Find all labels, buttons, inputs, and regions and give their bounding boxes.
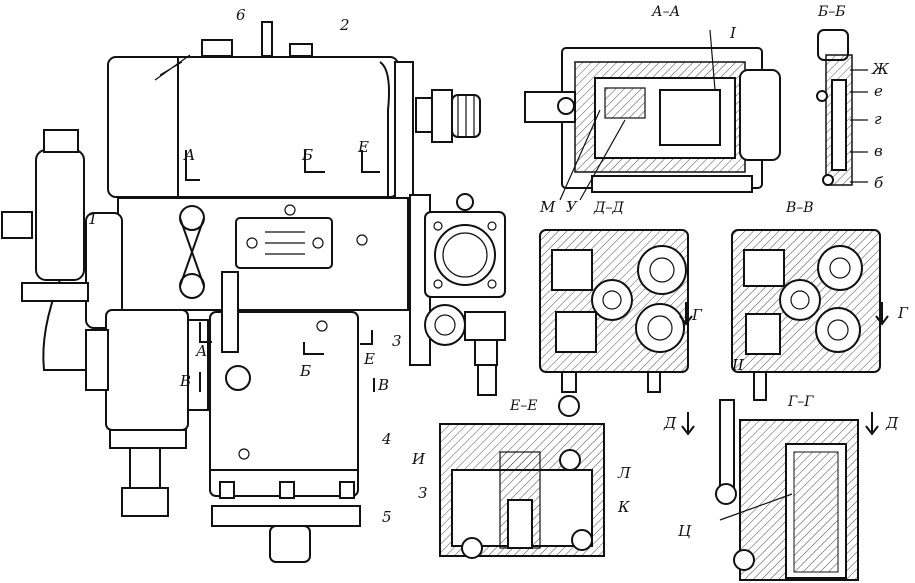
section-title-bb: Б–Б [817, 4, 846, 20]
section-title-dd: Д–Д [593, 200, 624, 216]
section-title-vv: В–В [785, 200, 814, 216]
cut-label-b2: Б [299, 362, 311, 380]
label-u: У [566, 198, 578, 216]
label-e-small: е [874, 82, 883, 100]
label-roman-1: I [729, 24, 737, 42]
label-zh: Ж [871, 60, 890, 78]
label-g-cut: Г [691, 306, 703, 324]
label-k: К [617, 498, 630, 516]
label-2: 2 [339, 16, 350, 34]
label-roman-2: II [731, 356, 745, 374]
label-l: Л [617, 464, 631, 482]
cut-label-b: Б [301, 146, 313, 164]
section-title-gg: Г–Г [787, 394, 814, 410]
label-d-cut: Д [663, 414, 677, 432]
top-fitting-6 [201, 39, 233, 57]
label-v-small: в [874, 142, 883, 160]
section-gg-view [715, 399, 859, 581]
label-ts: Ц [678, 522, 692, 540]
pump-block [105, 309, 189, 431]
cut-label-v: В [179, 372, 191, 390]
label-5: 5 [382, 508, 392, 526]
cut-label-e2: Е [363, 350, 375, 368]
section-dd-view [539, 229, 689, 417]
label-z: З [418, 484, 427, 502]
label-6: 6 [236, 6, 246, 24]
section-aa-view [524, 29, 781, 201]
section-ee-view [439, 423, 605, 559]
main-assembly-view [1, 21, 506, 563]
section-vv-view [731, 229, 881, 401]
label-3: 3 [392, 332, 402, 350]
cylinder-1 [85, 212, 123, 329]
label-4: 4 [381, 430, 392, 448]
label-m: М [539, 198, 556, 216]
cut-label-a2: А [195, 342, 207, 360]
section-title-ee: Е–Е [509, 398, 537, 414]
label-b-small: б [874, 174, 884, 192]
section-title-aa: А–А [651, 4, 680, 20]
cut-label-e: Е [357, 138, 369, 156]
label-d-cut-2: Д [885, 414, 899, 432]
housing-2 [107, 56, 399, 198]
label-g-small: г [874, 110, 882, 128]
label-g-cut-2: Г [897, 304, 909, 322]
base-plate-5 [211, 505, 361, 527]
label-1: 1 [88, 210, 98, 228]
cut-label-a: А [183, 146, 195, 164]
cut-label-v2: В [377, 376, 389, 394]
label-i: И [411, 450, 426, 468]
section-bb-view [816, 29, 868, 186]
